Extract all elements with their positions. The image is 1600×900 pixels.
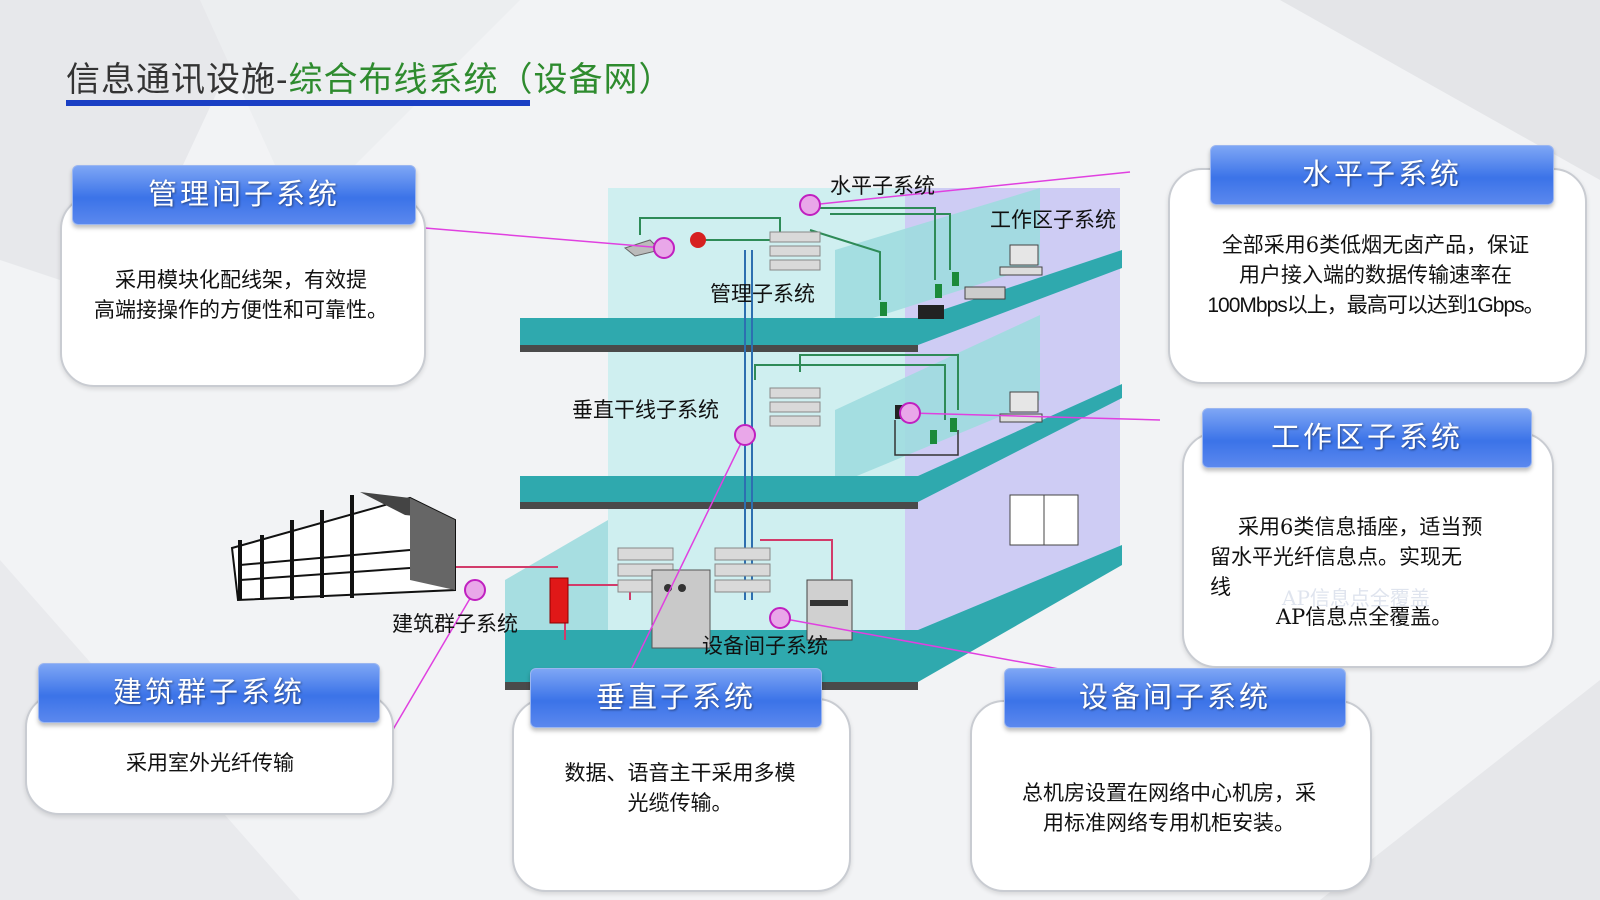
header-vertical: 垂直子系统	[530, 668, 822, 728]
body-horizontal: 全部采用6类低烟无卤产品，保证 用户接入端的数据传输速率在 100Mbps以上，…	[1178, 230, 1573, 321]
text-line: 留水平光纤信息点。实现无	[1210, 545, 1462, 569]
title-prefix: 信息通讯设施-	[66, 60, 289, 100]
marker-admin	[653, 237, 675, 259]
ghost-text: AP信息点全覆盖	[1282, 586, 1430, 610]
text-line: 全部采用6类低烟无卤产品，保证	[1221, 233, 1530, 257]
text-line: AP信息点全覆盖。	[1276, 605, 1453, 629]
text-line: 数据、语音主干采用多模	[564, 761, 796, 785]
printer	[964, 286, 1006, 300]
header-mgmt-room: 管理间子系统	[72, 165, 416, 225]
label-equipment: 设备间子系统	[702, 634, 828, 658]
info-outlet	[880, 302, 887, 316]
body-vertical: 数据、语音主干采用多模 光缆传输。	[520, 758, 840, 818]
patch-panel-top	[769, 231, 821, 271]
text-line: 总机房设置在网络中心机房，采	[1022, 781, 1316, 805]
body-work-area: 采用6类信息插座，适当预 留水平光纤信息点。实现无 线 AP信息点全覆盖。	[1210, 512, 1520, 632]
label-horizontal: 水平子系统	[830, 174, 935, 198]
floor-middle-edge	[520, 502, 918, 509]
marker-horizontal	[799, 194, 821, 216]
marker-equipment	[769, 607, 791, 629]
computer-top	[1009, 244, 1039, 266]
back-wall-top	[608, 188, 905, 330]
text-line: 高端接操作的方便性和可靠性。	[94, 298, 388, 322]
text-line: 100Mbps以上，最高可以达到1Gbps。	[1207, 294, 1544, 317]
card-equipment	[970, 700, 1372, 892]
body-mgmt-room: 采用模块化配线架，有效提 高端接操作的方便性和可靠性。	[70, 265, 412, 325]
title-underline	[66, 100, 530, 106]
text-line: 用户接入端的数据传输速率在	[1239, 263, 1512, 287]
marker-campus	[464, 579, 486, 601]
text-line: 采用6类信息插座，适当预	[1238, 515, 1483, 539]
campus-building-icon	[230, 492, 456, 602]
header-equipment: 设备间子系统	[1004, 668, 1346, 728]
header-work-area: 工作区子系统	[1202, 408, 1532, 468]
partition-top	[835, 188, 1040, 330]
info-outlet	[950, 418, 957, 432]
card-vertical	[512, 698, 851, 892]
partition-middle	[835, 315, 1040, 485]
floor-top-edge	[520, 345, 918, 352]
body-equipment: 总机房设置在网络中心机房，采 用标准网络专用机柜安装。	[975, 778, 1363, 838]
info-outlet	[935, 284, 942, 298]
label-admin: 管理子系统	[710, 282, 815, 306]
text-line: 采用室外光纤传输	[126, 751, 294, 775]
floor-top	[520, 250, 1122, 345]
text-line: 采用模块化配线架，有效提	[115, 268, 367, 292]
back-wall-middle	[608, 345, 905, 480]
floor-middle	[520, 384, 1122, 502]
text-line: 用标准网络专用机柜安装。	[1043, 811, 1295, 835]
patch-panel-middle	[769, 387, 821, 427]
marker-backbone	[734, 424, 756, 446]
title-main: 综合布线系统（设备网）	[288, 60, 674, 100]
label-campus: 建筑群子系统	[392, 612, 518, 636]
header-campus: 建筑群子系统	[38, 663, 380, 723]
main-server-cabinet	[651, 569, 711, 649]
fiber-distribution-box	[549, 577, 569, 624]
text-line: 线	[1210, 575, 1231, 599]
text-line: 光缆传输。	[627, 791, 733, 815]
phone	[918, 305, 944, 319]
page-title: 信息通讯设施-综合布线系统（设备网）	[66, 52, 674, 101]
label-work-area: 工作区子系统	[990, 208, 1116, 232]
marker-work-area	[899, 402, 921, 424]
header-horizontal: 水平子系统	[1210, 145, 1554, 205]
label-backbone: 垂直干线子系统	[572, 398, 719, 422]
info-outlet	[952, 272, 959, 286]
info-outlet	[930, 430, 937, 444]
body-campus: 采用室外光纤传输	[40, 748, 380, 778]
card-work-area	[1182, 432, 1554, 668]
alarm-device	[690, 232, 706, 248]
card-mgmt-room	[60, 195, 426, 387]
computer-middle	[1009, 391, 1039, 413]
